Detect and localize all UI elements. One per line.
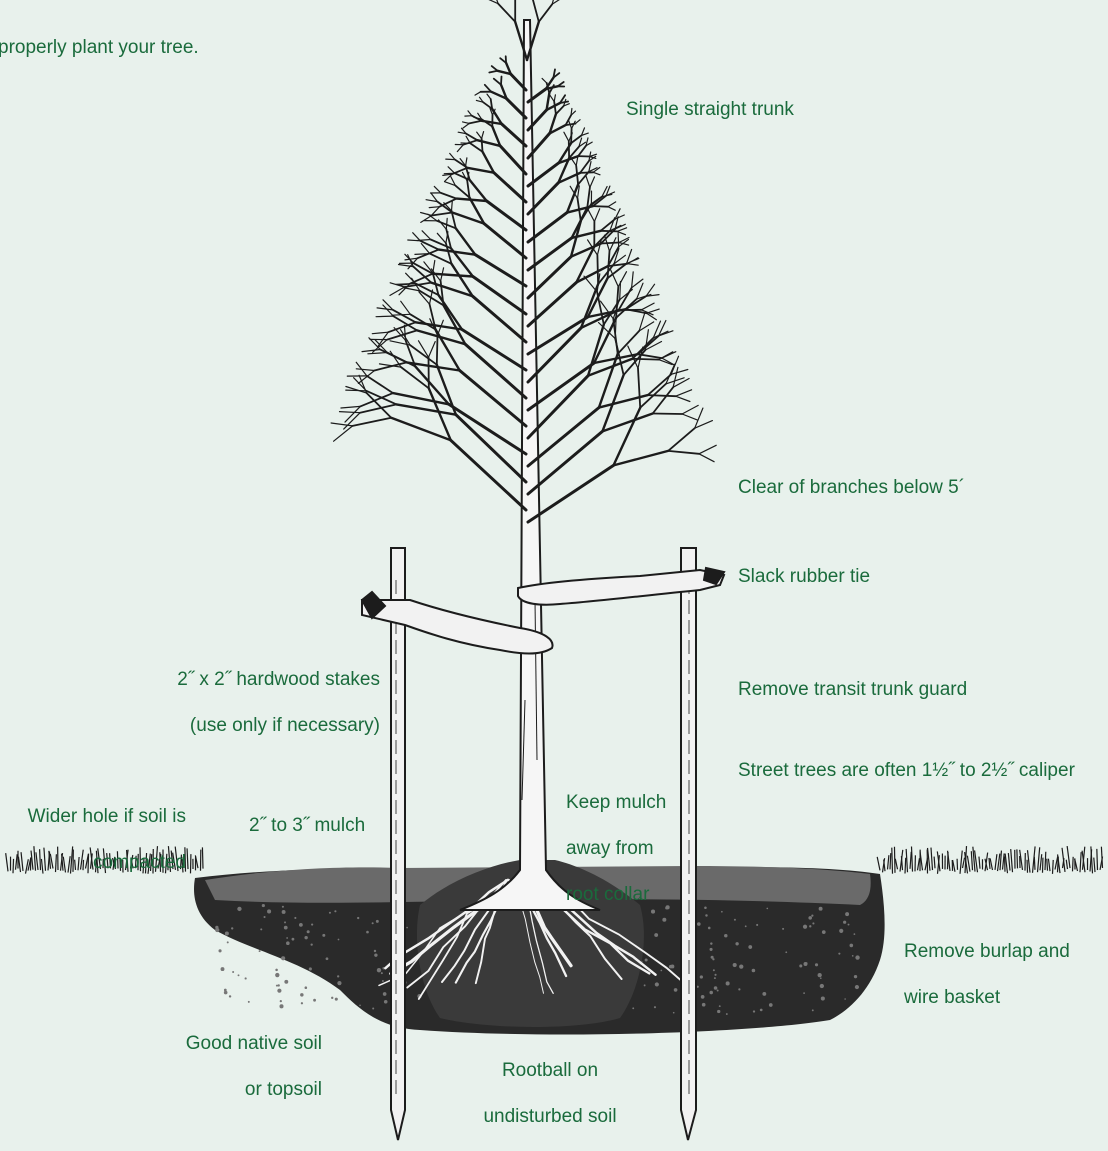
label-single-straight-trunk: Single straight trunk <box>626 98 794 121</box>
wider-hole-line-1: Wider hole if soil is <box>10 805 186 828</box>
label-hardwood-stakes: 2˝ x 2˝ hardwood stakes (use only if nec… <box>150 645 380 760</box>
label-good-native-soil: Good native soil or topsoil <box>150 1009 322 1124</box>
keep-mulch-line-2: away from <box>566 837 666 860</box>
wider-hole-line-2: compacted <box>10 851 186 874</box>
keep-mulch-line-1: Keep mulch <box>566 791 666 814</box>
stakes-line-1: 2˝ x 2˝ hardwood stakes <box>150 668 380 691</box>
stakes-line-2: (use only if necessary) <box>150 714 380 737</box>
native-soil-line-2: or topsoil <box>150 1078 322 1101</box>
label-street-trees-caliper: Street trees are often 1½˝ to 2½˝ calipe… <box>738 759 1075 782</box>
burlap-line-1: Remove burlap and <box>904 940 1070 963</box>
keep-mulch-line-3: root collar <box>566 883 666 906</box>
label-mulch: 2˝ to 3˝ mulch <box>249 814 365 837</box>
label-keep-mulch-away: Keep mulch away from root collar <box>566 768 666 929</box>
label-wider-hole: Wider hole if soil is compacted <box>10 782 186 897</box>
label-remove-transit-guard: Remove transit trunk guard <box>738 678 967 701</box>
rubber-tie <box>362 568 724 654</box>
grass-right <box>877 846 1102 874</box>
burlap-line-2: wire basket <box>904 986 1070 1009</box>
right-stake <box>681 548 696 1140</box>
label-slack-rubber-tie: Slack rubber tie <box>738 565 870 588</box>
label-clear-of-branches: Clear of branches below 5´ <box>738 476 965 499</box>
native-soil-line-1: Good native soil <box>150 1032 322 1055</box>
rootball-line-1: Rootball on <box>470 1059 630 1082</box>
rootball-line-2: undisturbed soil <box>470 1105 630 1128</box>
intro-text: properly plant your tree. <box>0 36 199 59</box>
label-remove-burlap: Remove burlap and wire basket <box>904 917 1070 1032</box>
left-stake <box>391 548 405 1140</box>
label-rootball: Rootball on undisturbed soil <box>470 1036 630 1151</box>
